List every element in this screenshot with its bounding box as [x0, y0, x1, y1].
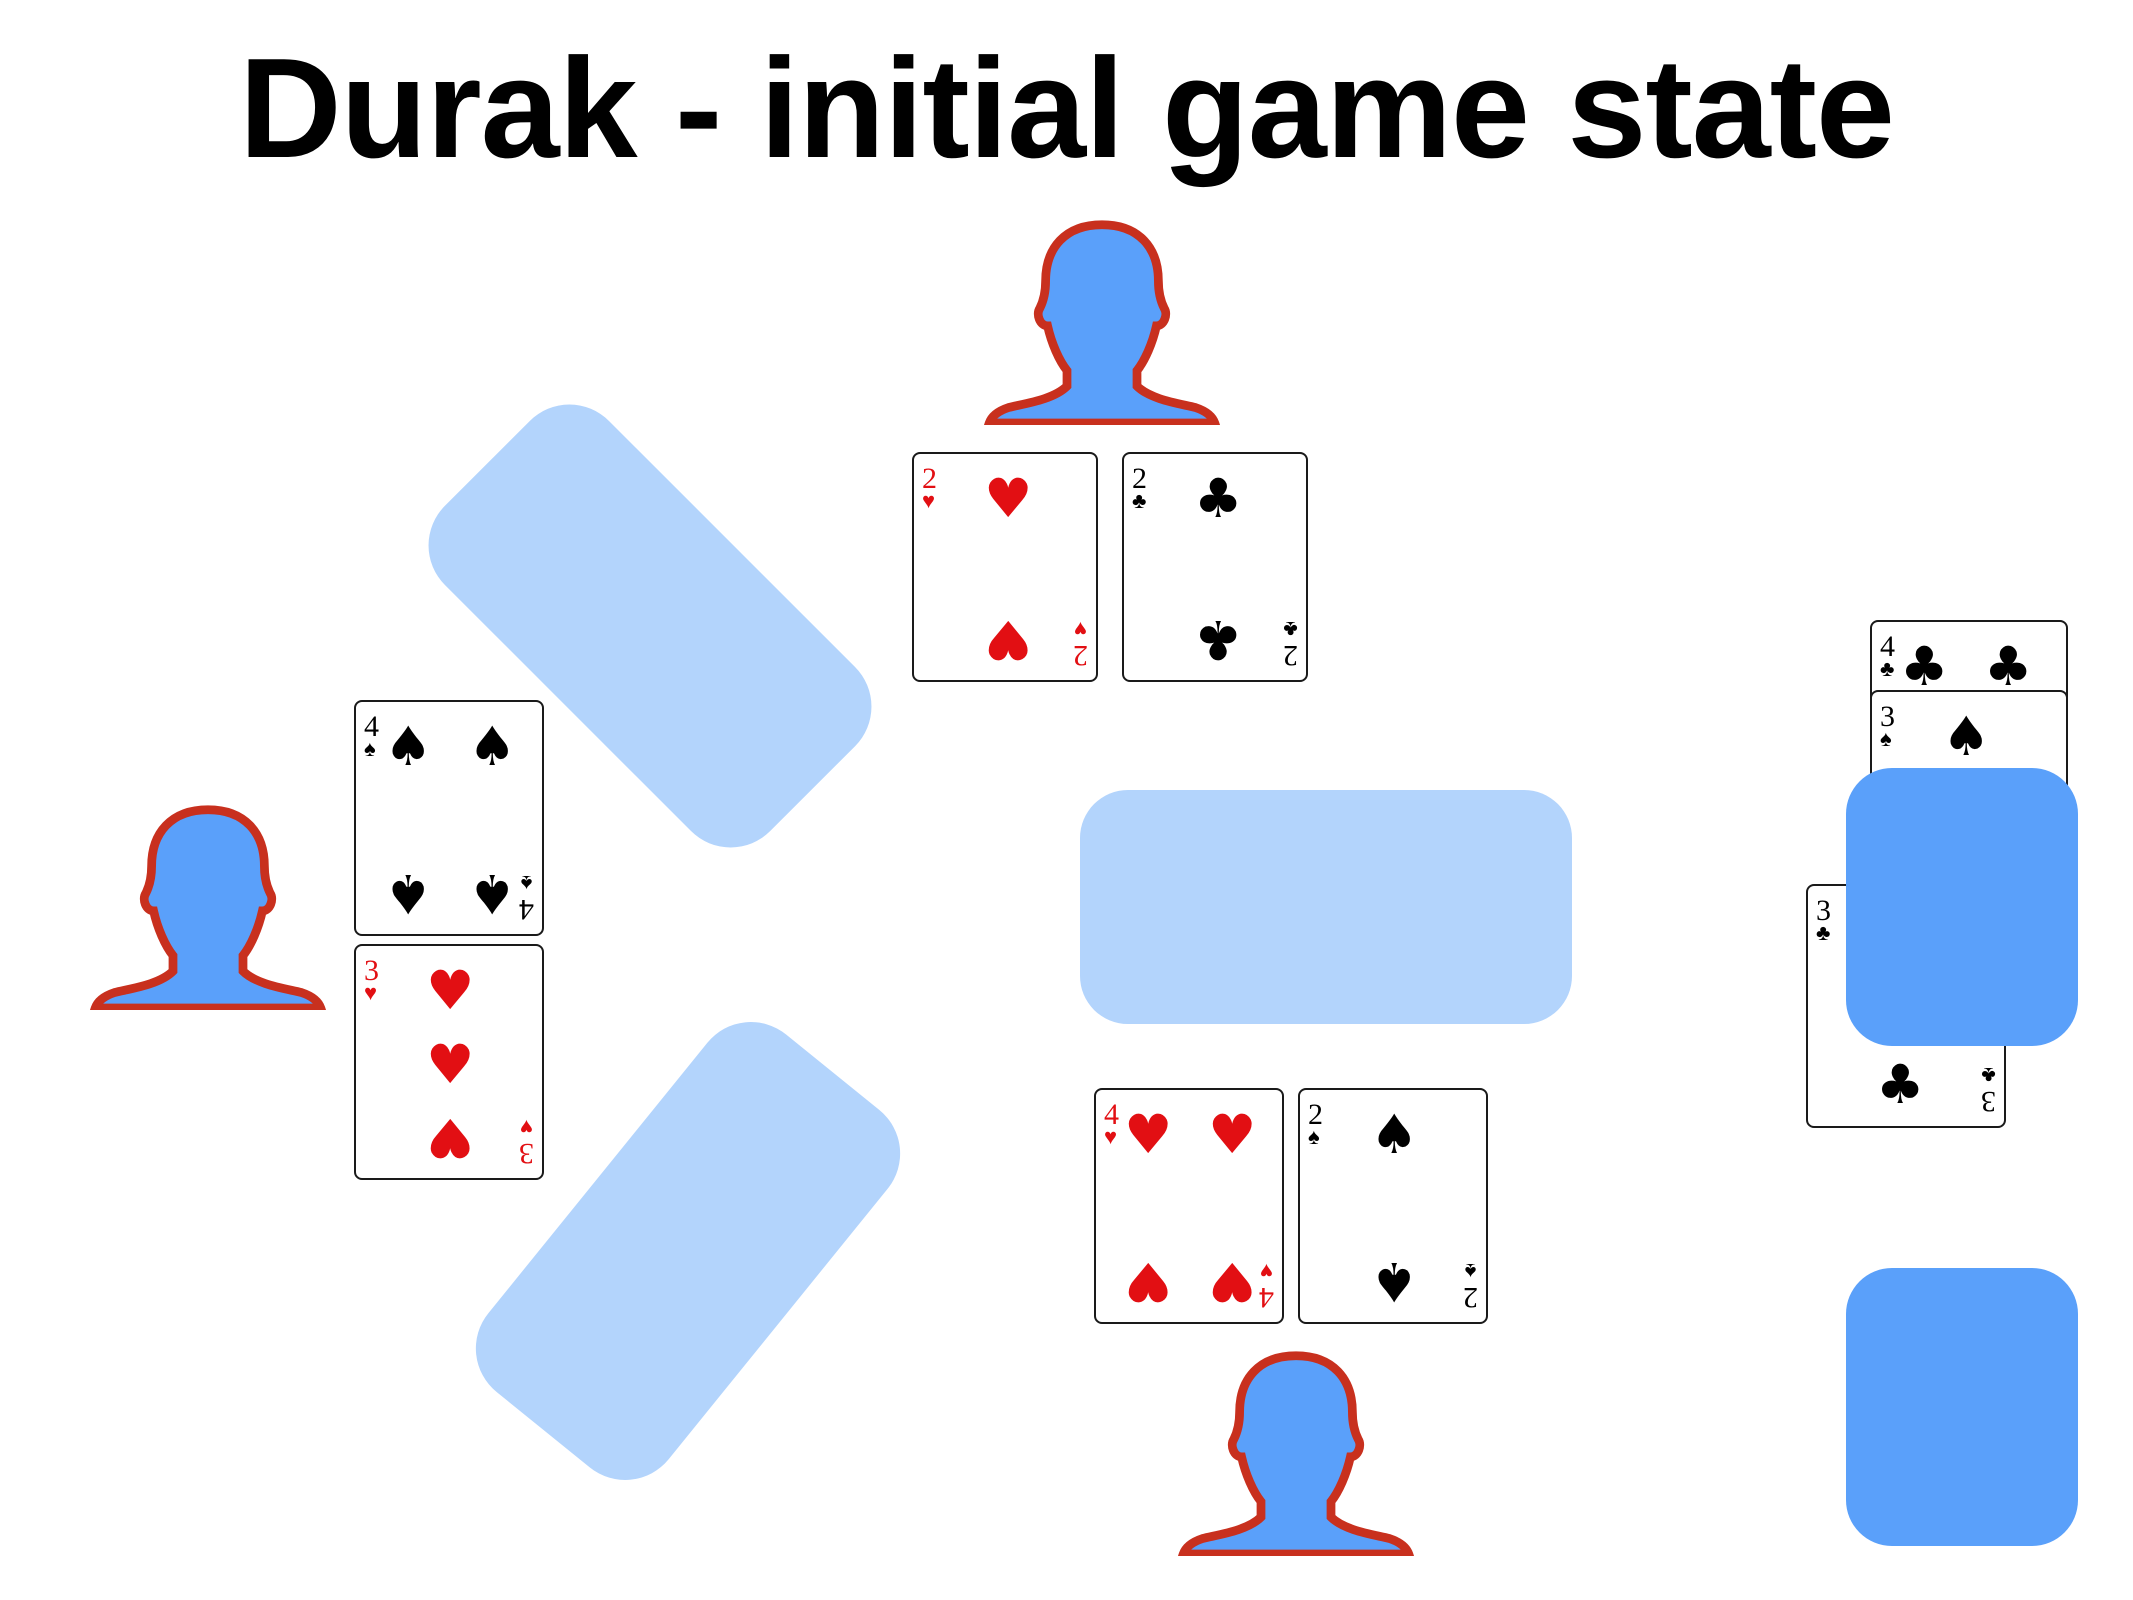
spade-icon: ♠ [1370, 1103, 1419, 1166]
card-rank: 3 [1981, 1085, 1996, 1118]
club-icon: ♣ [1194, 608, 1243, 671]
club-icon: ♣ [1900, 635, 1949, 698]
spade-icon: ♠ [384, 862, 433, 925]
heart-icon: ♥ [1124, 1250, 1173, 1313]
card-rank: 2 [1132, 462, 1147, 495]
spade-icon: ♠ [384, 715, 433, 778]
heart-icon: ♥ [922, 488, 936, 513]
card-rank: 3 [519, 1137, 534, 1170]
card-rank: 4 [1104, 1098, 1119, 1131]
card-rank: 4 [1259, 1281, 1274, 1314]
heart-icon: ♥ [1208, 1250, 1257, 1313]
card-rank: 2 [1283, 639, 1298, 672]
spade-icon: ♠ [520, 871, 533, 896]
person-silhouette-icon [982, 215, 1222, 425]
card-rank: 3 [1880, 700, 1895, 733]
spade-icon: ♠ [468, 862, 517, 925]
club-icon: ♣ [1981, 1063, 1996, 1088]
card-rank: 3 [1816, 894, 1831, 927]
heart-icon: ♥ [426, 1106, 475, 1169]
player-bottom [1176, 1346, 1416, 1556]
heart-icon: ♥ [1104, 1124, 1118, 1149]
card-rank: 2 [1463, 1281, 1478, 1314]
person-silhouette-icon [1176, 1346, 1416, 1556]
club-icon: ♣ [1283, 617, 1298, 642]
card-4-hearts[interactable]: 4 ♥ ♥ ♥ ♥ ♥ 4 ♥ [1094, 1088, 1284, 1324]
heart-icon: ♥ [364, 980, 378, 1005]
heart-icon: ♥ [426, 1033, 475, 1096]
club-icon: ♣ [1876, 1053, 1925, 1116]
spade-icon: ♠ [468, 715, 517, 778]
card-rank: 2 [1308, 1098, 1323, 1131]
club-icon: ♣ [1132, 488, 1147, 513]
card-rank: 2 [922, 462, 937, 495]
card-rank: 4 [1880, 630, 1895, 663]
card-rank: 4 [364, 710, 379, 743]
heart-icon: ♥ [1208, 1103, 1257, 1166]
card-2-hearts[interactable]: 2 ♥ ♥ ♥ 2 ♥ [912, 452, 1098, 682]
card-2-spades[interactable]: 2 ♠ ♠ ♠ 2 ♠ [1298, 1088, 1488, 1324]
spade-icon: ♠ [1942, 705, 1991, 768]
heart-icon: ♥ [1073, 617, 1088, 642]
spade-icon: ♠ [1370, 1250, 1419, 1313]
heart-icon: ♥ [519, 1115, 534, 1140]
play-area[interactable] [1080, 790, 1572, 1024]
heart-icon: ♥ [1124, 1103, 1173, 1166]
card-3-hearts[interactable]: 3 ♥ ♥ ♥ ♥ 3 ♥ [354, 944, 544, 1180]
card-rank: 4 [519, 893, 534, 926]
card-rank: 3 [364, 954, 379, 987]
player-top [982, 215, 1222, 425]
trump-deck-top[interactable] [1846, 768, 2078, 1046]
heart-icon: ♥ [426, 959, 475, 1022]
spade-icon: ♠ [1880, 726, 1892, 751]
spade-icon: ♠ [1464, 1259, 1477, 1284]
draw-deck[interactable] [1846, 1268, 2078, 1546]
spade-icon: ♠ [364, 736, 376, 761]
card-4-spades[interactable]: 4 ♠ ♠ ♠ ♠ ♠ 4 ♠ [354, 700, 544, 936]
spade-icon: ♠ [1308, 1124, 1320, 1149]
page-title: Durak - initial game state [239, 29, 1895, 188]
heart-icon: ♥ [1259, 1259, 1274, 1284]
heart-icon: ♥ [984, 608, 1033, 671]
club-icon: ♣ [1816, 920, 1831, 945]
card-2-clubs[interactable]: 2 ♣ ♣ ♣ 2 ♣ [1122, 452, 1308, 682]
heart-icon: ♥ [984, 467, 1033, 530]
club-icon: ♣ [1880, 656, 1895, 681]
club-icon: ♣ [1194, 467, 1243, 530]
card-rank: 2 [1073, 639, 1088, 672]
person-silhouette-icon [88, 800, 328, 1010]
club-icon: ♣ [1984, 635, 2033, 698]
player-left [88, 800, 328, 1010]
